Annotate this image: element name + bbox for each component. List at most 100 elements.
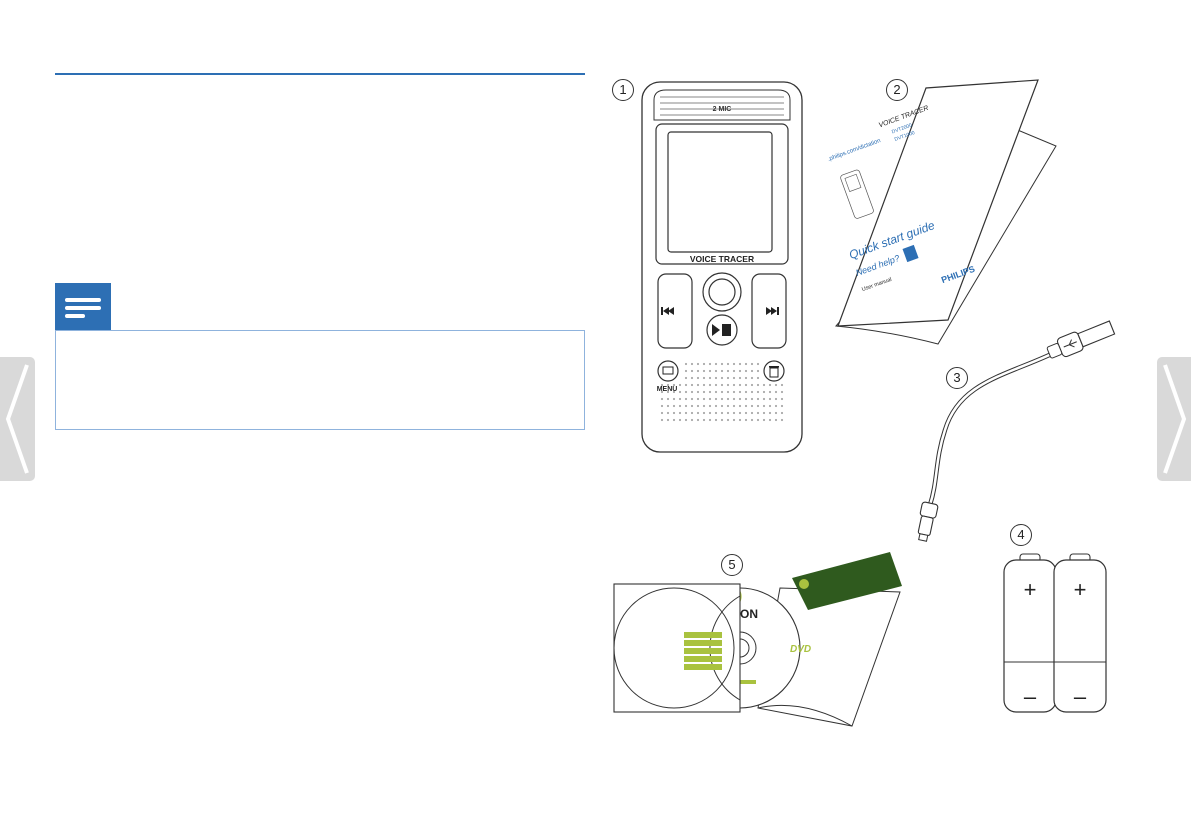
speaker-hole bbox=[780, 390, 784, 394]
speaker-hole bbox=[666, 418, 670, 422]
speaker-hole bbox=[708, 376, 712, 380]
speaker-hole bbox=[720, 369, 724, 373]
speaker-hole bbox=[690, 383, 694, 387]
speaker-hole bbox=[756, 411, 760, 415]
speaker-hole bbox=[726, 411, 730, 415]
speaker-hole bbox=[738, 404, 742, 408]
battery-1-plus: + bbox=[1024, 577, 1037, 602]
speaker-hole bbox=[678, 397, 682, 401]
speaker-hole bbox=[708, 404, 712, 408]
speaker-hole bbox=[702, 376, 706, 380]
callout-1: 1 bbox=[612, 79, 634, 101]
speaker-hole bbox=[684, 397, 688, 401]
speaker-hole bbox=[684, 418, 688, 422]
battery-1-minus: – bbox=[1024, 684, 1037, 709]
section-rule bbox=[55, 73, 585, 75]
speaker-hole bbox=[690, 376, 694, 380]
speaker-hole bbox=[660, 411, 664, 415]
speaker-hole bbox=[684, 411, 688, 415]
speaker-hole bbox=[750, 418, 754, 422]
speaker-hole bbox=[696, 362, 700, 366]
next-page-button[interactable] bbox=[1157, 357, 1191, 481]
speaker-hole bbox=[684, 383, 688, 387]
quick-start-guide-illustration: VOICE TRACER DVT2000 DVT1000 www.philips… bbox=[828, 79, 1057, 345]
speaker-hole bbox=[756, 369, 760, 373]
speaker-hole bbox=[756, 404, 760, 408]
speaker-hole bbox=[708, 383, 712, 387]
speaker-hole bbox=[720, 362, 724, 366]
trash-icon bbox=[769, 366, 779, 378]
speaker-hole bbox=[714, 411, 718, 415]
software-card bbox=[792, 552, 902, 610]
speaker-hole bbox=[678, 390, 682, 394]
speaker-hole bbox=[738, 369, 742, 373]
speaker-hole bbox=[690, 369, 694, 373]
speaker-hole bbox=[690, 362, 694, 366]
speaker-hole bbox=[732, 390, 736, 394]
speaker-hole bbox=[672, 397, 676, 401]
speaker-hole bbox=[708, 418, 712, 422]
speaker-hole bbox=[720, 404, 724, 408]
speaker-hole bbox=[666, 383, 670, 387]
speaker-hole bbox=[732, 362, 736, 366]
speaker-hole bbox=[726, 418, 730, 422]
mic-label: 2 MIC bbox=[713, 106, 732, 113]
speaker-hole bbox=[732, 397, 736, 401]
speaker-hole bbox=[672, 418, 676, 422]
speaker-hole bbox=[780, 383, 784, 387]
speaker-hole bbox=[678, 404, 682, 408]
speaker-hole bbox=[684, 369, 688, 373]
voice-recorder-illustration: 2 MIC VOICE TRACER MENU bbox=[641, 81, 803, 453]
speaker-hole bbox=[768, 397, 772, 401]
speaker-hole bbox=[750, 383, 754, 387]
speaker-hole bbox=[714, 383, 718, 387]
speaker-hole bbox=[708, 397, 712, 401]
speaker-hole bbox=[744, 404, 748, 408]
speaker-hole bbox=[720, 411, 724, 415]
speaker-hole bbox=[726, 404, 730, 408]
speaker-hole bbox=[738, 418, 742, 422]
speaker-hole bbox=[780, 397, 784, 401]
usb-cable-illustration bbox=[917, 320, 1116, 542]
speaker-hole bbox=[726, 362, 730, 366]
speaker-hole bbox=[702, 383, 706, 387]
speaker-hole bbox=[720, 397, 724, 401]
speaker-hole bbox=[708, 390, 712, 394]
speaker-hole bbox=[762, 390, 766, 394]
speaker-hole bbox=[756, 397, 760, 401]
speaker-hole bbox=[744, 411, 748, 415]
previous-page-button[interactable] bbox=[0, 357, 35, 481]
speaker-hole bbox=[696, 369, 700, 373]
previous-track-icon bbox=[661, 307, 674, 315]
speaker-hole bbox=[714, 418, 718, 422]
speaker-hole bbox=[762, 411, 766, 415]
chevron-left-icon bbox=[5, 364, 29, 474]
speaker-hole bbox=[756, 390, 760, 394]
speaker-hole bbox=[750, 390, 754, 394]
speaker-hole bbox=[660, 383, 664, 387]
speaker-hole bbox=[672, 390, 676, 394]
speaker-hole bbox=[762, 404, 766, 408]
speaker-hole bbox=[750, 411, 754, 415]
speaker-hole bbox=[696, 376, 700, 380]
speaker-hole bbox=[768, 418, 772, 422]
next-track-icon bbox=[766, 307, 779, 315]
speaker-hole bbox=[696, 411, 700, 415]
speaker-hole bbox=[774, 404, 778, 408]
speaker-hole bbox=[744, 390, 748, 394]
speaker-hole bbox=[732, 369, 736, 373]
speaker-hole bbox=[714, 397, 718, 401]
speaker-hole bbox=[702, 390, 706, 394]
info-icon bbox=[902, 244, 919, 263]
speaker-hole bbox=[678, 411, 682, 415]
batteries-illustration: + – + – bbox=[1003, 553, 1107, 713]
speaker-hole bbox=[690, 418, 694, 422]
software-package-illustration: AGON DVD bbox=[613, 552, 902, 727]
speaker-hole bbox=[702, 411, 706, 415]
callout-5: 5 bbox=[721, 554, 743, 576]
speaker-hole bbox=[780, 404, 784, 408]
speaker-hole bbox=[720, 390, 724, 394]
speaker-hole bbox=[690, 411, 694, 415]
speaker-hole bbox=[666, 397, 670, 401]
speaker-hole bbox=[696, 383, 700, 387]
